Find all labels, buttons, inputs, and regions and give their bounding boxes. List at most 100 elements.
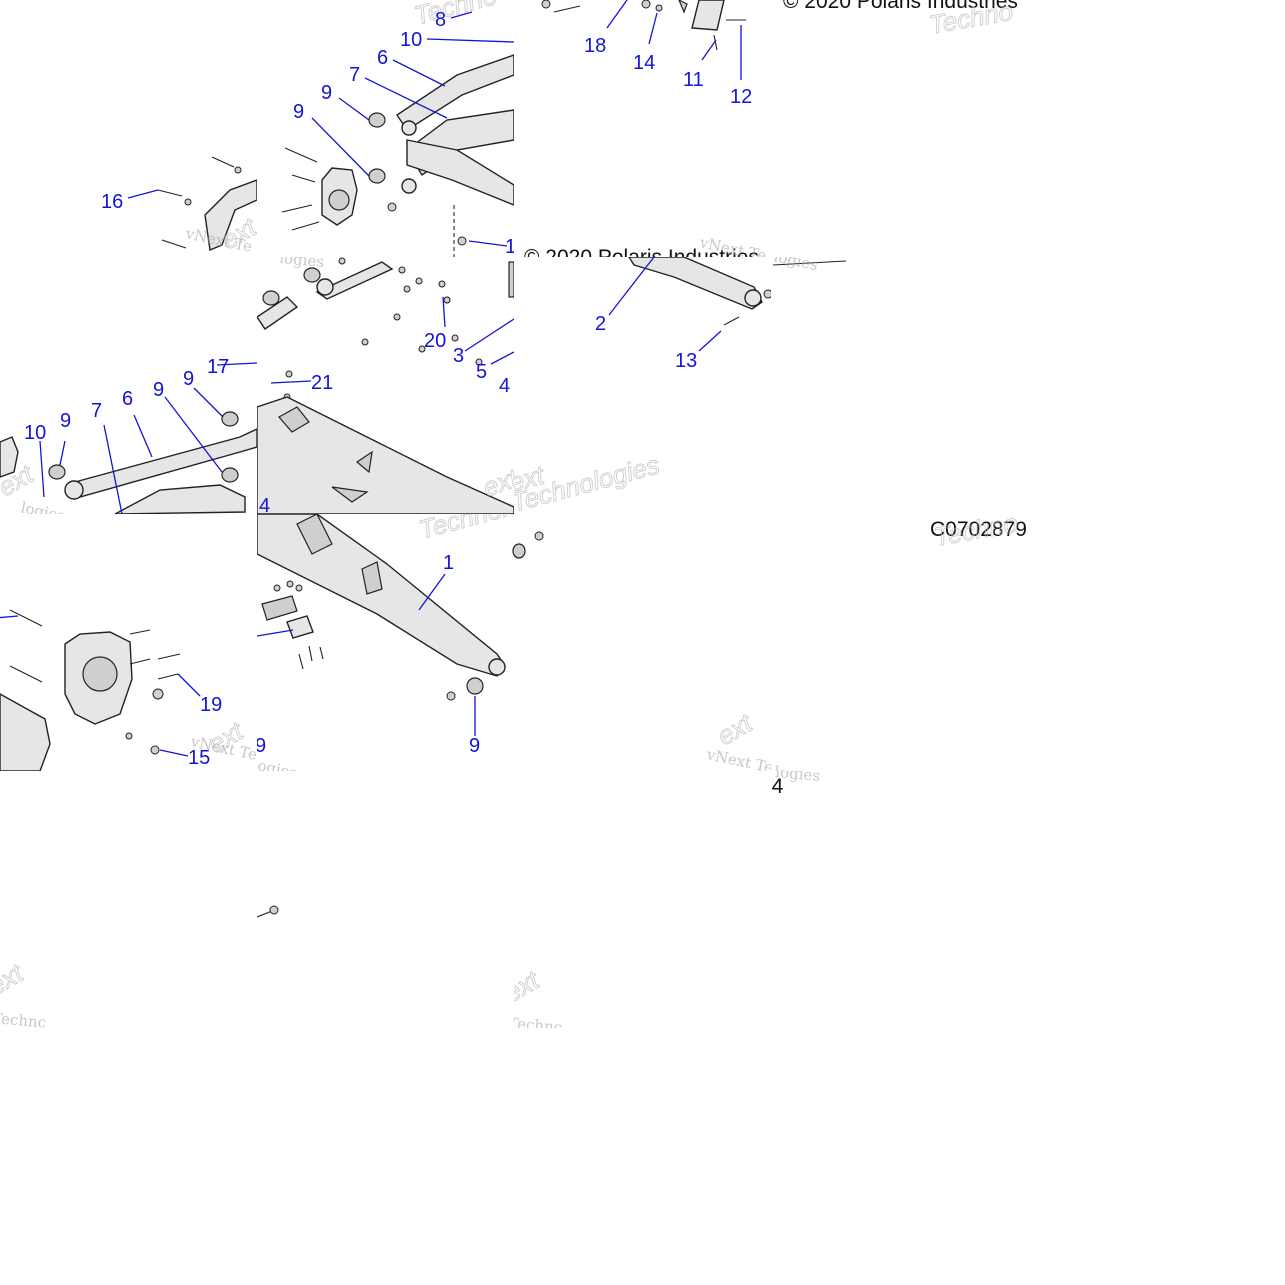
leader-line (608, 257, 655, 316)
callout-12: 12 (730, 86, 752, 108)
callout-8: 8 (435, 9, 446, 31)
callout-10: 10 (24, 422, 46, 444)
watermark: Technologies (514, 449, 663, 514)
leader-line (59, 440, 66, 466)
callout-7: 7 (91, 400, 102, 422)
rod-eye (316, 278, 334, 296)
leader-line (338, 97, 370, 121)
arm-bracket (361, 561, 383, 595)
tile-r1-c1: logies (257, 257, 514, 514)
bolt (319, 646, 324, 660)
callout-18: 18 (584, 35, 606, 57)
trailing-arm (628, 257, 763, 310)
nut (285, 370, 293, 378)
leader-line (103, 424, 123, 514)
callout-4: 4 (259, 495, 270, 514)
knuckle-frame (204, 179, 257, 251)
tile-r0-c3: © 2020 Polaris Industries Techno (771, 0, 1028, 257)
nut (443, 296, 451, 304)
callout-6: 6 (122, 388, 133, 410)
callout-4: 4 (499, 375, 510, 397)
callout-7: 7 (349, 64, 360, 86)
watermark: Technc (514, 1014, 563, 1028)
copyright-notice: © 2020 Polaris Industries (783, 0, 1018, 13)
bushing (368, 112, 386, 128)
leader-line (442, 296, 446, 328)
nut (295, 584, 303, 592)
nut (446, 691, 456, 701)
callout-1: 1 (443, 552, 454, 574)
tile-r3-c2: ext Technc (514, 771, 771, 1028)
control-arm-lower (114, 484, 246, 514)
leader-line (450, 11, 473, 19)
bolt (129, 629, 151, 635)
hub-bore (328, 189, 350, 211)
frame-section (0, 693, 51, 771)
leader-line (164, 396, 223, 473)
callout-5: 5 (476, 361, 487, 383)
nut (475, 358, 483, 366)
tile-r2-c2: vNext Te ext (514, 514, 771, 771)
leader-line (418, 573, 446, 611)
plate (691, 0, 725, 31)
arm-bracket (296, 514, 333, 555)
bolt (157, 189, 183, 197)
tile-r0-c0: 16 vNext Te ext (0, 0, 257, 257)
leader-line (216, 362, 257, 366)
leader-line (468, 240, 508, 247)
callout-16: 16 (101, 191, 123, 213)
nut (438, 280, 446, 288)
bolt (284, 147, 318, 163)
leader-line (426, 38, 514, 43)
callout-11: 11 (683, 69, 704, 91)
leader-line (464, 318, 514, 352)
watermark: vNext Te (704, 745, 771, 771)
control-arm (257, 296, 299, 330)
watermark: ext (514, 964, 546, 1008)
bolt (291, 174, 316, 183)
leader-line (0, 615, 19, 619)
watermark: logies (19, 498, 67, 514)
tile-r3-c0: ext Technc (0, 771, 257, 1028)
leader-line (364, 77, 448, 119)
nut (393, 313, 401, 321)
washer (125, 732, 133, 740)
arm-eye (401, 178, 417, 194)
leader-line (311, 117, 370, 177)
watermark: logies (772, 257, 820, 274)
tile-r1-c2: 2 13 ext Technologies (514, 257, 771, 514)
callout-6: 6 (377, 47, 388, 69)
nut (451, 334, 459, 342)
callout-10: 10 (400, 29, 422, 51)
nut (273, 584, 281, 592)
bolt (9, 609, 43, 627)
watermark: ext (0, 957, 30, 1001)
nut (641, 0, 651, 9)
bolt (161, 239, 187, 249)
arm-bracket (331, 486, 369, 503)
tile-r0-c1: Techno 8 10 6 7 (257, 0, 514, 257)
bolt (308, 645, 313, 662)
tile-r1-c0-content: 17 9 9 6 7 9 10 logies ext (0, 257, 257, 514)
watermark: logies (257, 755, 299, 771)
leader-line (606, 0, 628, 29)
bolt (9, 665, 43, 683)
washer (152, 688, 164, 700)
bushing (368, 168, 386, 184)
part-code: C0702879 (930, 518, 1027, 541)
bolt (298, 653, 304, 670)
nut (234, 166, 242, 174)
nut (184, 198, 192, 206)
arm-bracket (278, 406, 310, 433)
bushing (514, 543, 526, 559)
bolt (281, 204, 313, 213)
watermark: ext (712, 707, 759, 751)
nut (403, 285, 411, 293)
leader-line (177, 673, 201, 697)
tie-rod (315, 261, 394, 300)
watermark: Technologies (416, 514, 514, 545)
tile-r2-c3: C0702879 Techno logies (771, 514, 1028, 771)
plate (261, 595, 298, 621)
copyright-notice: © 2020 Polaris Industries (524, 246, 759, 257)
